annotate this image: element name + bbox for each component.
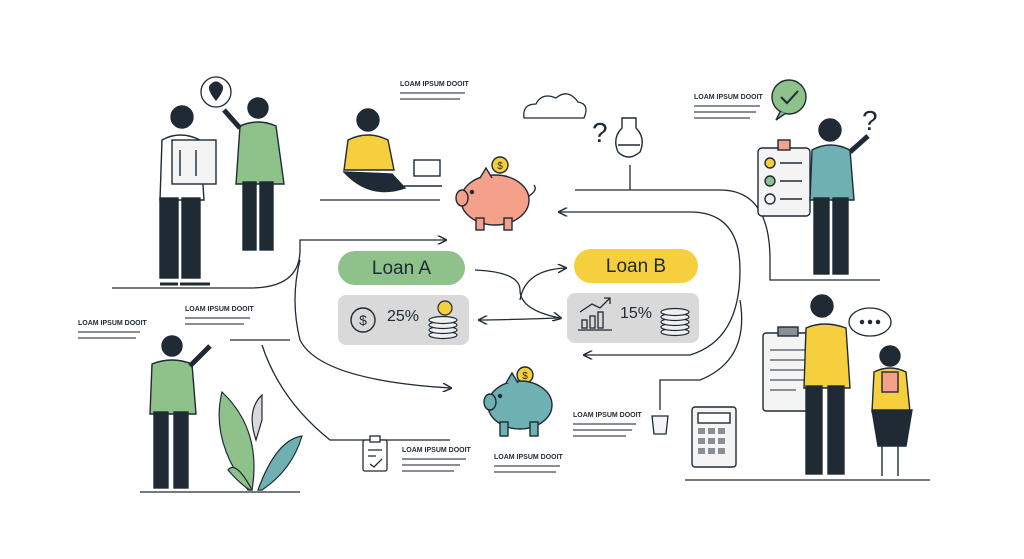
dollar-circle-icon: $	[350, 307, 376, 333]
person-in-suit	[222, 97, 285, 251]
person-with-laptop	[342, 108, 442, 193]
person-with-tablet	[871, 345, 913, 476]
coin-stack-icon	[428, 300, 458, 340]
loan-a-group: Loan A $ 25%	[338, 251, 469, 345]
note-bottom-center: LOAM IPSUM DOOIT	[494, 454, 564, 473]
loan-b-rate: 15%	[620, 305, 652, 322]
person-thinking	[809, 118, 870, 275]
loan-a-rate: 25%	[387, 308, 419, 325]
person-with-map	[159, 105, 217, 286]
note-title: LOAM IPSUM DOOIT	[400, 81, 470, 88]
piggy-bank-icon: $	[455, 156, 536, 231]
clipboard-icon	[757, 139, 811, 217]
question-mark-icon: ?	[592, 117, 608, 148]
note-far-left: LOAM IPSUM DOOIT	[78, 320, 148, 339]
note-title: LOAM IPSUM DOOIT	[185, 306, 255, 313]
note-title: LOAM IPSUM DOOIT	[402, 447, 472, 454]
note-bottom-right: LOAM IPSUM DOOIT	[573, 412, 643, 437]
location-pin-icon	[200, 76, 232, 108]
note-top-right: LOAM IPSUM DOOIT	[694, 94, 764, 119]
note-title: LOAM IPSUM DOOIT	[694, 94, 764, 101]
checkmark-bubble-icon	[771, 79, 807, 121]
note-title: LOAM IPSUM DOOIT	[494, 454, 564, 461]
loan-b-group: Loan B 15%	[567, 249, 699, 343]
person-waving	[149, 335, 212, 489]
loan-b-label: Loan B	[606, 256, 666, 277]
speech-bubble-icon	[848, 307, 892, 337]
coin-stack-icon	[660, 307, 690, 337]
note-title: LOAM IPSUM DOOIT	[573, 412, 643, 419]
svg-text:$: $	[359, 312, 367, 328]
note-title: LOAM IPSUM DOOIT	[78, 320, 148, 327]
note-top-center: LOAM IPSUM DOOIT	[400, 81, 470, 100]
person-with-document	[803, 294, 851, 475]
svg-text:$: $	[522, 371, 528, 382]
document-board-icon	[762, 326, 814, 412]
svg-text:$: $	[497, 161, 503, 172]
flask-icon	[615, 117, 643, 158]
loan-a-label: Loan A	[372, 258, 431, 279]
plant-illustration	[218, 390, 303, 491]
note-mid-left: LOAM IPSUM DOOIT	[185, 306, 255, 325]
cloud-icon	[523, 93, 587, 119]
bar-chart-up-icon	[578, 297, 612, 331]
calculator-icon	[691, 406, 737, 468]
piggy-bank-icon: $	[483, 366, 553, 437]
question-mark-icon: ?	[862, 105, 878, 136]
note-bottom-left: LOAM IPSUM DOOIT	[402, 447, 472, 472]
clipboard-icon	[362, 435, 388, 472]
cup-icon	[651, 415, 669, 435]
